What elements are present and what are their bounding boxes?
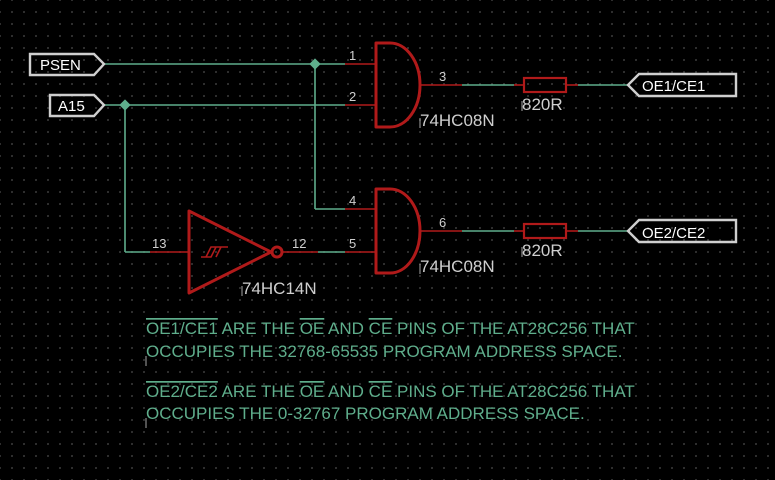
inverter-triangle-symbol: [187, 209, 273, 295]
inverter-part-label: 74HC14N: [242, 279, 317, 298]
port-a15[interactable]: A15: [48, 93, 106, 118]
inverter-pin12-label: 12: [292, 236, 306, 251]
gate1-pin3-label: 3: [439, 69, 446, 84]
resistor-2-body: [522, 222, 568, 240]
inverter-bubble: [270, 245, 284, 259]
and-gate-1-part-label: 74HC08N: [420, 111, 495, 130]
gate2-pin5-label: 5: [349, 236, 356, 251]
note-2-line-1: OE2/CE2 ARE THE OE AND CE PINS OF THE AT…: [146, 382, 635, 401]
resistor-2-value-label: 820R: [522, 241, 563, 260]
note-1-signal-overbar: OE1/CE1: [146, 319, 218, 338]
port-psen-label: PSEN: [40, 57, 81, 74]
resistor-1-value-label: 820R: [522, 95, 563, 114]
and-gate-2-symbol: [374, 187, 422, 275]
resistor-1-body: [522, 76, 568, 94]
gate2-pin4-label: 4: [349, 193, 356, 208]
and-gate-1-symbol: [374, 41, 422, 129]
junction-a15: [119, 99, 131, 111]
schmitt-inverter[interactable]: 13 12 74HC14N: [150, 209, 318, 298]
port-psen[interactable]: PSEN: [28, 52, 106, 77]
inverter-pin13-label: 13: [152, 236, 166, 251]
schmitt-hysteresis-icon: [201, 246, 228, 258]
resistor-1[interactable]: 820R: [514, 76, 578, 114]
note-1-oe-overbar: OE: [300, 319, 325, 338]
note-2-signal-overbar: OE2/CE2: [146, 382, 218, 401]
port-a15-label: A15: [58, 98, 85, 115]
note-1-line-1: OE1/CE1 ARE THE OE AND CE PINS OF THE AT…: [146, 319, 635, 338]
resistor-2[interactable]: 820R: [514, 222, 578, 260]
note-oe1-ce1: OE1/CE1 ARE THE OE AND CE PINS OF THE AT…: [145, 319, 635, 366]
port-oe1-ce1[interactable]: OE1/CE1: [626, 72, 738, 98]
port-oe2-ce2-label: OE2/CE2: [642, 225, 705, 242]
and-gate-2[interactable]: 4 5 6 74HC08N: [345, 187, 495, 276]
note-oe2-ce2: OE2/CE2 ARE THE OE AND CE PINS OF THE AT…: [145, 382, 635, 428]
port-oe2-ce2[interactable]: OE2/CE2: [626, 218, 738, 244]
junction-psen: [309, 58, 321, 70]
gate2-pin6-label: 6: [439, 215, 446, 230]
and-gate-2-part-label: 74HC08N: [420, 257, 495, 276]
note-1-line-2: OCCUPIES THE 32768-65535 PROGRAM ADDRESS…: [146, 342, 623, 361]
note-2-oe-overbar: OE: [300, 382, 325, 401]
note-2-line-2: OCCUPIES THE 0-32767 PROGRAM ADDRESS SPA…: [146, 404, 585, 423]
gate1-pin2-label: 2: [349, 89, 356, 104]
gate1-pin1-label: 1: [349, 48, 356, 63]
note-2-ce-overbar: CE: [369, 382, 393, 401]
note-1-ce-overbar: CE: [369, 319, 393, 338]
and-gate-1[interactable]: 1 2 3 74HC08N: [345, 41, 495, 130]
port-oe1-ce1-label: OE1/CE1: [642, 78, 705, 95]
